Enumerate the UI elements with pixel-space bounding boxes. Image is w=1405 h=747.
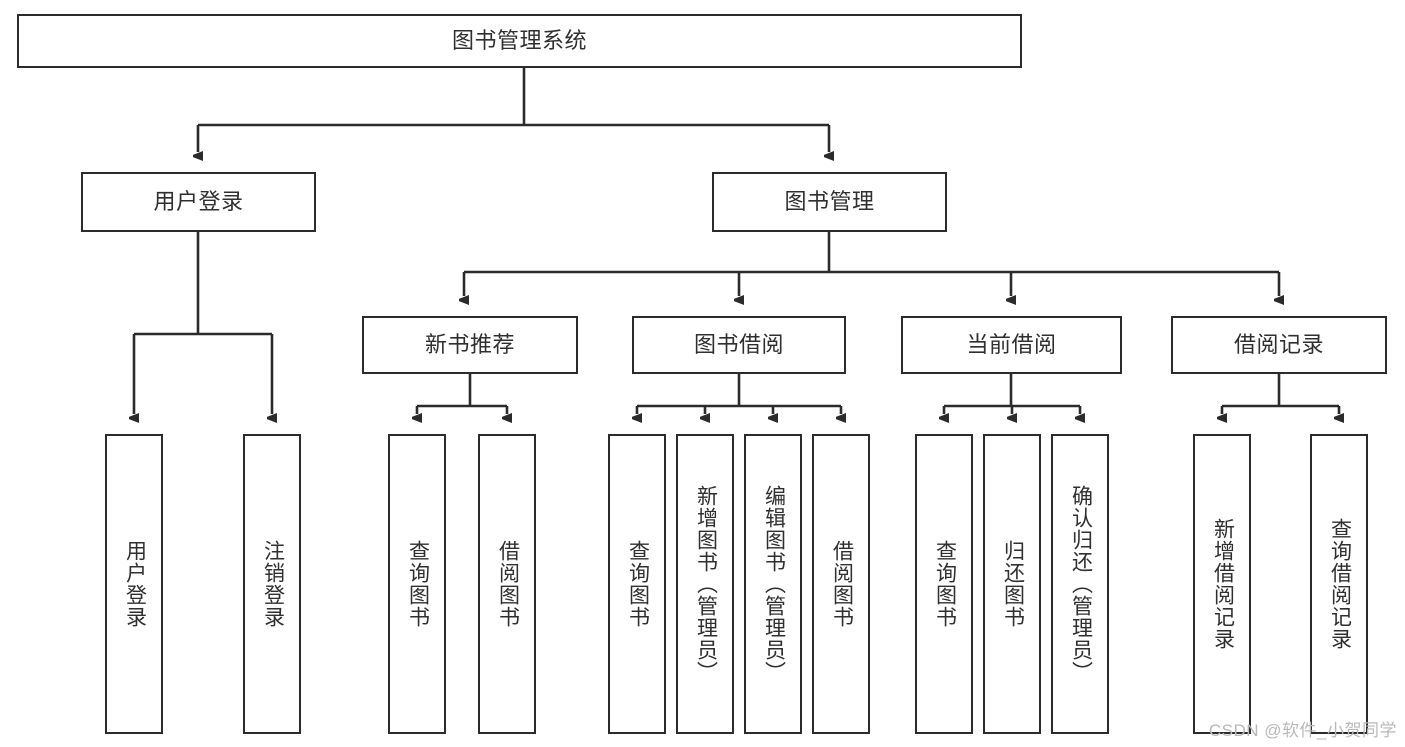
node-label: 新书推荐 — [424, 331, 515, 357]
node-label: 查询借阅记录 — [1328, 518, 1352, 650]
node-leaf-current-confirm-return-admin[interactable]: 确认归还（管理员） — [1051, 434, 1109, 734]
node-label: 查询图书 — [933, 540, 957, 628]
node-label: 编辑图书（管理员） — [762, 485, 786, 683]
node-label: 当前借阅 — [966, 331, 1057, 357]
node-user-login[interactable]: 用户登录 — [81, 172, 316, 232]
node-leaf-current-query-book[interactable]: 查询图书 — [915, 434, 973, 734]
node-label: 查询图书 — [626, 540, 650, 628]
node-label: 借阅图书 — [830, 540, 854, 628]
node-current-borrow[interactable]: 当前借阅 — [901, 316, 1122, 374]
node-leaf-record-query-borrow-record[interactable]: 查询借阅记录 — [1310, 434, 1368, 734]
node-label: 图书管理系统 — [451, 27, 587, 53]
node-leaf-record-add-borrow-record[interactable]: 新增借阅记录 — [1193, 434, 1251, 734]
node-leaf-borrow-borrow-book[interactable]: 借阅图书 — [812, 434, 870, 734]
node-new-book-recommend[interactable]: 新书推荐 — [362, 316, 578, 374]
node-leaf-user-logout[interactable]: 注销登录 — [243, 434, 301, 734]
node-leaf-borrow-edit-book-admin[interactable]: 编辑图书（管理员） — [744, 434, 802, 734]
node-label: 用户登录 — [153, 188, 244, 214]
node-label: 确认归还（管理员） — [1069, 485, 1093, 683]
node-label: 查询图书 — [406, 540, 430, 628]
node-leaf-user-login-action[interactable]: 用户登录 — [105, 434, 163, 734]
node-label: 借阅记录 — [1233, 331, 1324, 357]
node-leaf-borrow-query-book[interactable]: 查询图书 — [608, 434, 666, 734]
node-book-borrow[interactable]: 图书借阅 — [632, 316, 846, 374]
node-label: 新增图书（管理员） — [694, 485, 718, 683]
node-label: 图书借阅 — [693, 331, 784, 357]
node-root-book-management-system[interactable]: 图书管理系统 — [17, 14, 1022, 68]
node-leaf-recommend-query-book[interactable]: 查询图书 — [388, 434, 446, 734]
node-borrow-record[interactable]: 借阅记录 — [1171, 316, 1387, 374]
node-label: 归还图书 — [1001, 540, 1025, 628]
node-label: 新增借阅记录 — [1211, 518, 1235, 650]
node-leaf-recommend-borrow-book[interactable]: 借阅图书 — [478, 434, 536, 734]
node-label: 借阅图书 — [496, 540, 520, 628]
node-leaf-current-return-book[interactable]: 归还图书 — [983, 434, 1041, 734]
node-label: 图书管理 — [784, 188, 875, 214]
node-label: 注销登录 — [261, 540, 285, 628]
node-label: 用户登录 — [123, 540, 147, 628]
node-book-management[interactable]: 图书管理 — [712, 172, 947, 232]
node-leaf-borrow-add-book-admin[interactable]: 新增图书（管理员） — [676, 434, 734, 734]
